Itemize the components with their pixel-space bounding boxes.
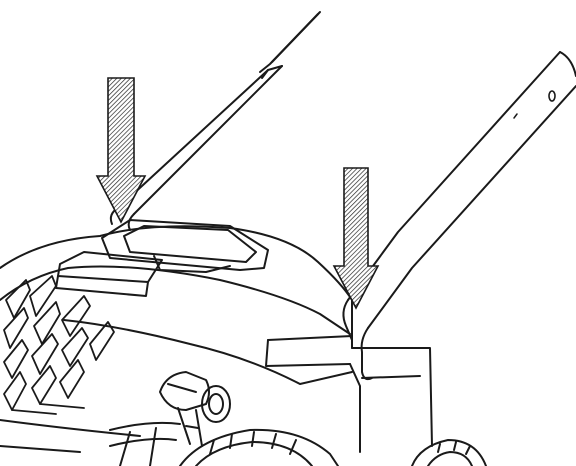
height-adjust-lever [159,371,231,447]
left-handle-bar [109,11,321,231]
mower-housing [0,219,433,453]
rear-wheel [411,439,487,466]
arrow-right-icon [332,167,380,310]
arrow-left-icon [95,77,147,224]
right-handle-bar [342,51,576,381]
callout-arrows [95,77,380,310]
front-wheel [179,428,339,466]
lower-deck [109,421,181,466]
air-vents [3,275,115,415]
